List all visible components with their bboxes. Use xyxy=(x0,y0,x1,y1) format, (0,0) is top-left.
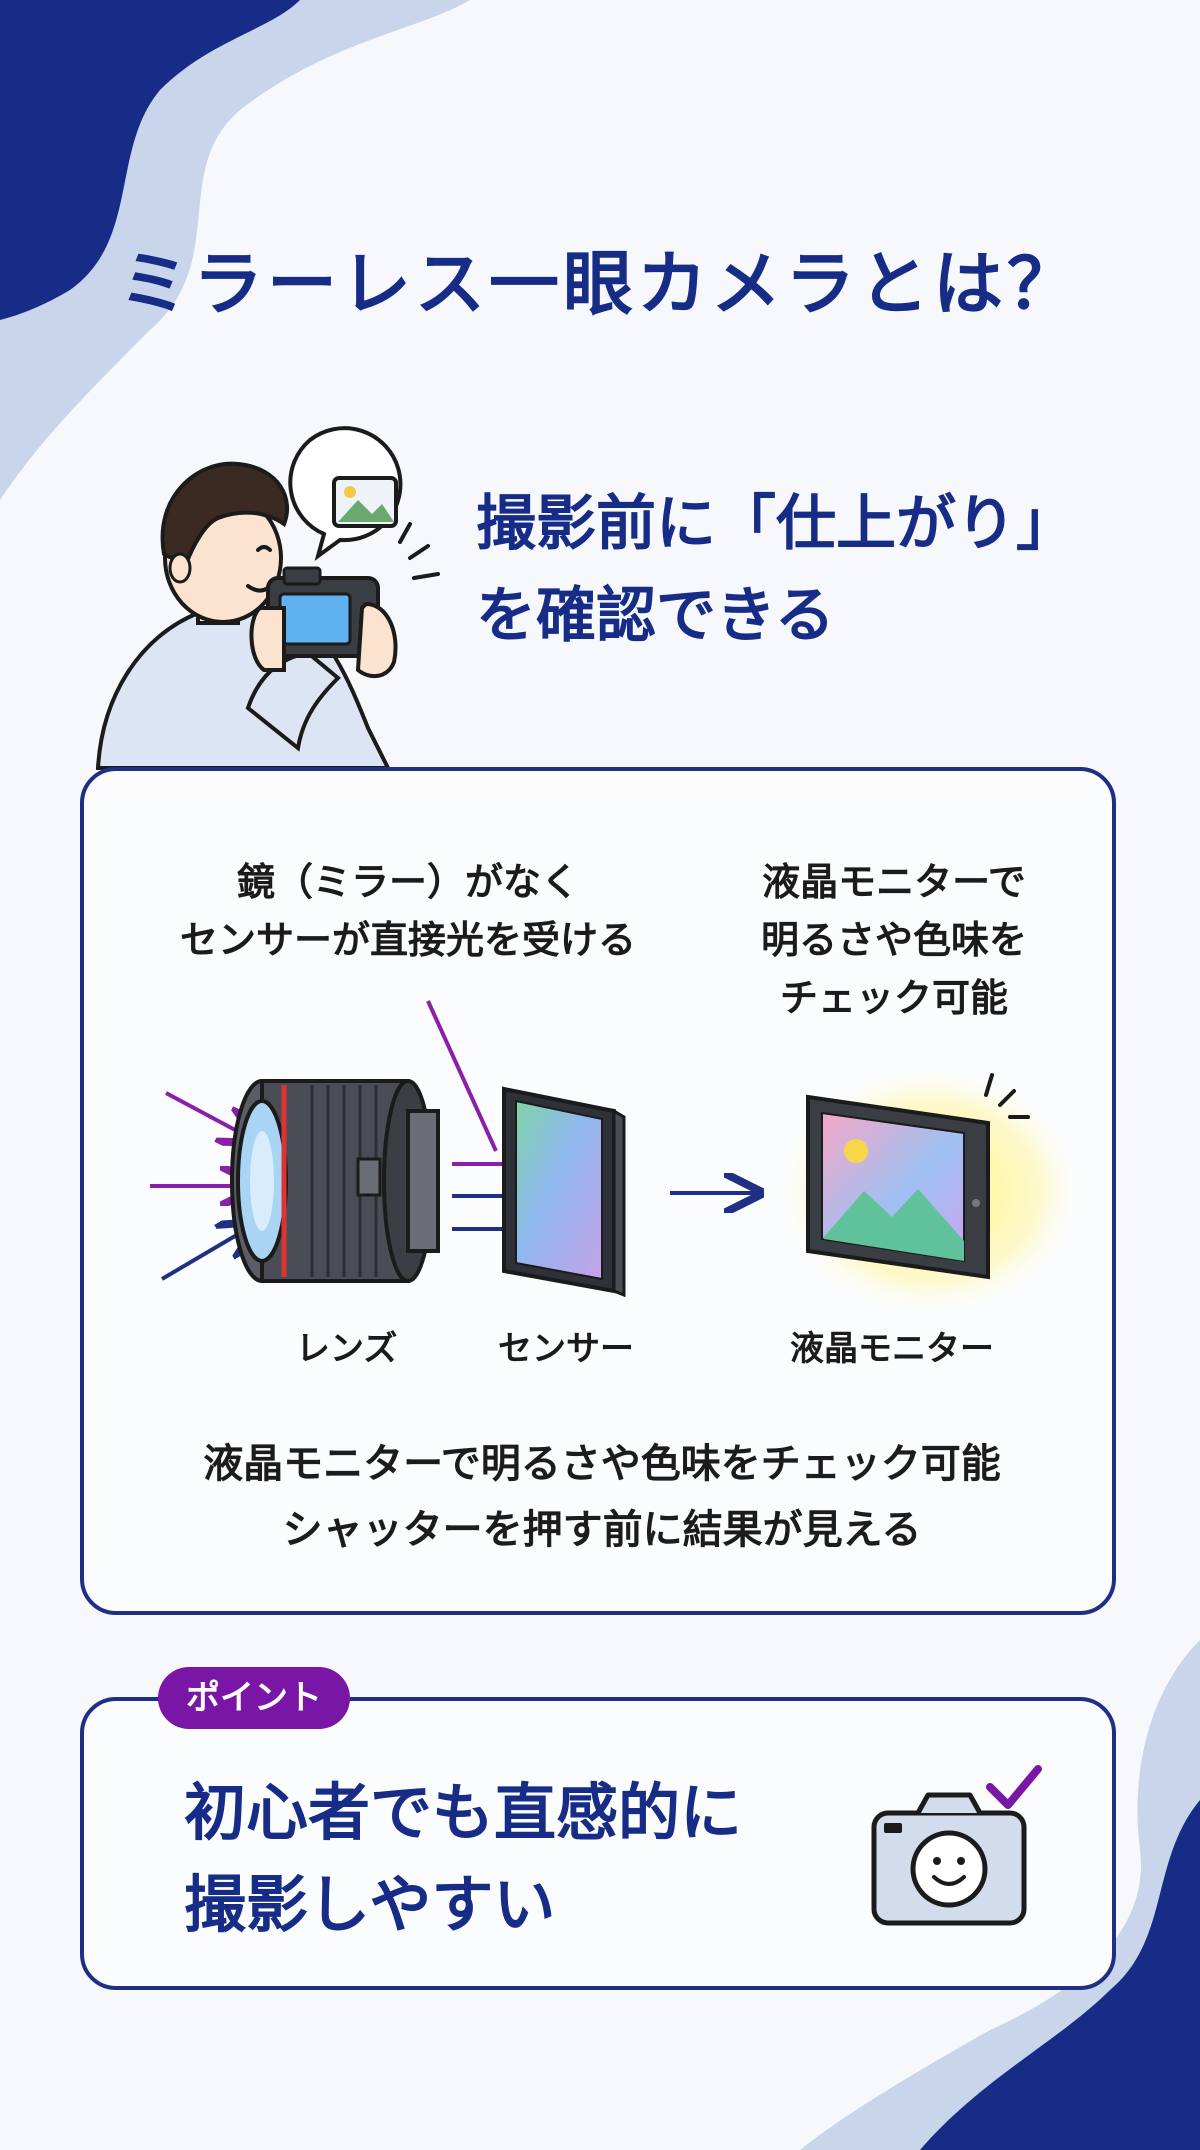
annotation-no-mirror: 鏡（ミラー）がなく センサーが直接光を受ける xyxy=(138,853,678,969)
annotation-right-line-1: 液晶モニターで xyxy=(762,860,1026,904)
summary-line-2: シャッターを押す前に結果が見える xyxy=(282,1507,922,1553)
hero-headline: 撮影前に「仕上がり」 を確認できる xyxy=(476,478,1076,662)
label-sensor: センサー xyxy=(498,1329,634,1369)
annotation-monitor-check: 液晶モニターで 明るさや色味を チェック可能 xyxy=(704,853,1084,1027)
hero-line-1: 撮影前に「仕上がり」 xyxy=(476,489,1076,559)
bottom-right-dark-blob xyxy=(920,1800,1200,2150)
annotation-right-line-2: 明るさや色味を xyxy=(760,918,1027,962)
summary-line-1: 液晶モニターで明るさや色味をチェック可能 xyxy=(203,1441,1001,1487)
hero-line-2: を確認できる xyxy=(476,581,835,651)
camera-icon xyxy=(266,566,380,658)
image-icon xyxy=(332,476,398,528)
speech-bubble xyxy=(288,426,403,561)
label-lens: レンズ xyxy=(296,1329,398,1369)
light-path-diagram xyxy=(150,1000,1086,1319)
sparkle-lines xyxy=(398,522,440,580)
top-left-dark-blob xyxy=(0,0,300,320)
annotation-right-line-3: チェック可能 xyxy=(779,976,1008,1020)
monitor-sparkle xyxy=(984,1073,1030,1119)
point-text: 初心者でも直感的に 撮影しやすい xyxy=(184,1767,742,1951)
check-icon xyxy=(986,1765,1042,1809)
lens-icon xyxy=(230,1079,440,1283)
diagram-panel: 鏡（ミラー）がなく センサーが直接光を受ける 液晶モニターで 明るさや色味を チ… xyxy=(80,767,1116,1615)
point-badge: ポイント xyxy=(158,1667,350,1729)
point-line-1: 初心者でも直感的に xyxy=(184,1776,743,1849)
camera-smile-icon xyxy=(871,1765,1042,1926)
annotation-left-line-2: センサーが直接光を受ける xyxy=(179,918,636,962)
annotation-pointer-line xyxy=(426,1000,498,1152)
photographer-illustration xyxy=(95,426,440,770)
monitor-icon xyxy=(806,1094,990,1280)
point-line-2: 撮影しやすい xyxy=(184,1868,556,1941)
label-monitor: 液晶モニター xyxy=(790,1329,994,1369)
diagram-summary: 液晶モニターで明るさや色味をチェック可能 シャッターを押す前に結果が見える xyxy=(84,1431,1120,1563)
annotation-left-line-1: 鏡（ミラー）がなく xyxy=(236,860,579,904)
point-box: ポイント 初心者でも直感的に 撮影しやすい xyxy=(80,1667,1116,1990)
page-title: ミラーレス一眼カメラとは？ xyxy=(119,243,1081,325)
sensor-icon xyxy=(502,1086,626,1298)
